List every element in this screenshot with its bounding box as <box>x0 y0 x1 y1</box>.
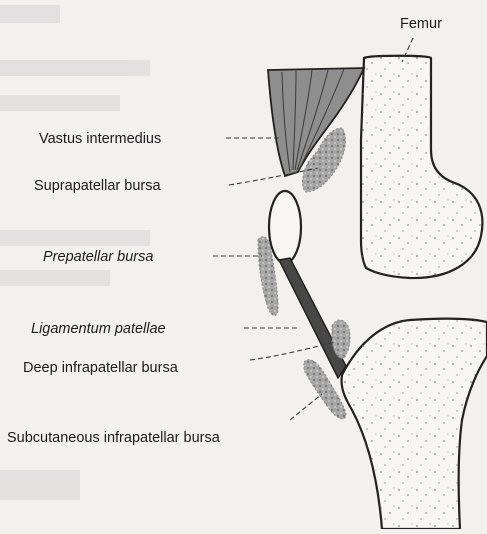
label-femur: Femur <box>400 16 442 32</box>
label-suprapatellar-bursa: Suprapatellar bursa <box>34 178 161 194</box>
leader-subcutaneous-infrapatellar-bursa <box>290 394 322 420</box>
label-ligamentum-patellae: Ligamentum patellae <box>31 321 166 337</box>
femur-texture <box>361 56 482 278</box>
label-prepatellar-bursa: Prepatellar bursa <box>43 249 153 265</box>
label-deep-infrapatellar-bursa: Deep infrapatellar bursa <box>23 360 179 376</box>
label-subcutaneous-infrapatellar-bursa: Subcutaneous infrapatellar bursa <box>7 430 221 446</box>
label-vastus-intermedius: Vastus intermedius <box>39 131 161 147</box>
patella <box>269 191 301 263</box>
leader-deep-infrapatellar-bursa <box>250 342 336 360</box>
tibia-texture <box>342 319 487 529</box>
